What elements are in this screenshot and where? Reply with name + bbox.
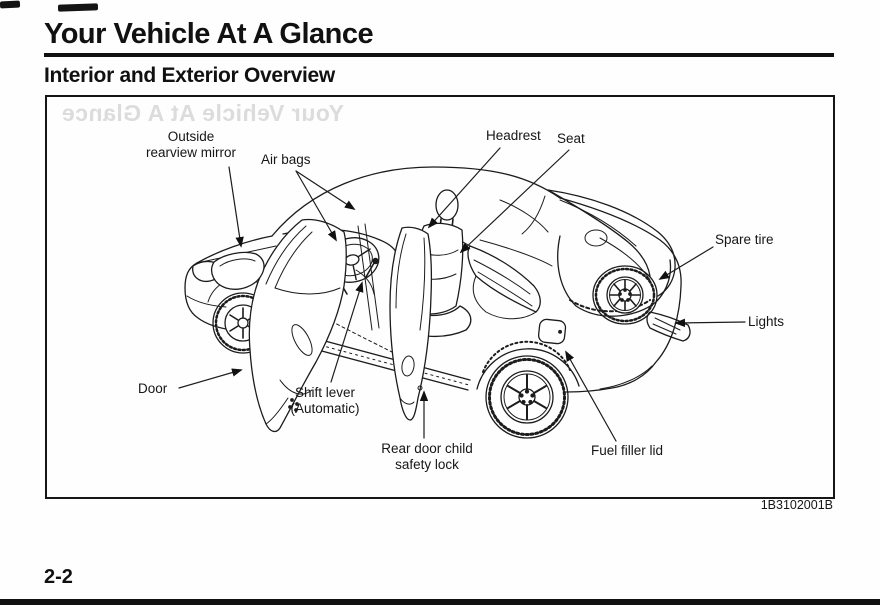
label-outside-rearview-mirror: Outside rearview mirror — [145, 129, 236, 160]
title-rule — [44, 53, 834, 57]
label-seat: Seat — [557, 131, 585, 146]
ghost-bleed-text: Your Vehicle At A Glance — [61, 100, 344, 126]
page-number: 2-2 — [44, 566, 73, 588]
bottom-edge-bar — [0, 599, 880, 605]
figure-code: 1B3102001B — [760, 498, 833, 512]
label-headrest: Headrest — [486, 128, 541, 143]
section-heading: Interior and Exterior Overview — [44, 64, 335, 87]
label-lights: Lights — [748, 314, 785, 329]
scan-artifact — [57, 3, 99, 12]
scan-artifact — [0, 0, 21, 9]
label-fuel-filler-lid: Fuel filler lid — [591, 443, 664, 458]
label-door: Door — [138, 381, 168, 396]
label-air-bags: Air bags — [261, 152, 311, 167]
label-shift-lever: Shift lever (Automatic) — [290, 385, 360, 416]
label-rear-door-child-safety-lock: Rear door child safety lock — [381, 441, 473, 472]
label-spare-tire: Spare tire — [715, 232, 774, 247]
page-title: Your Vehicle At A Glance — [44, 18, 374, 50]
